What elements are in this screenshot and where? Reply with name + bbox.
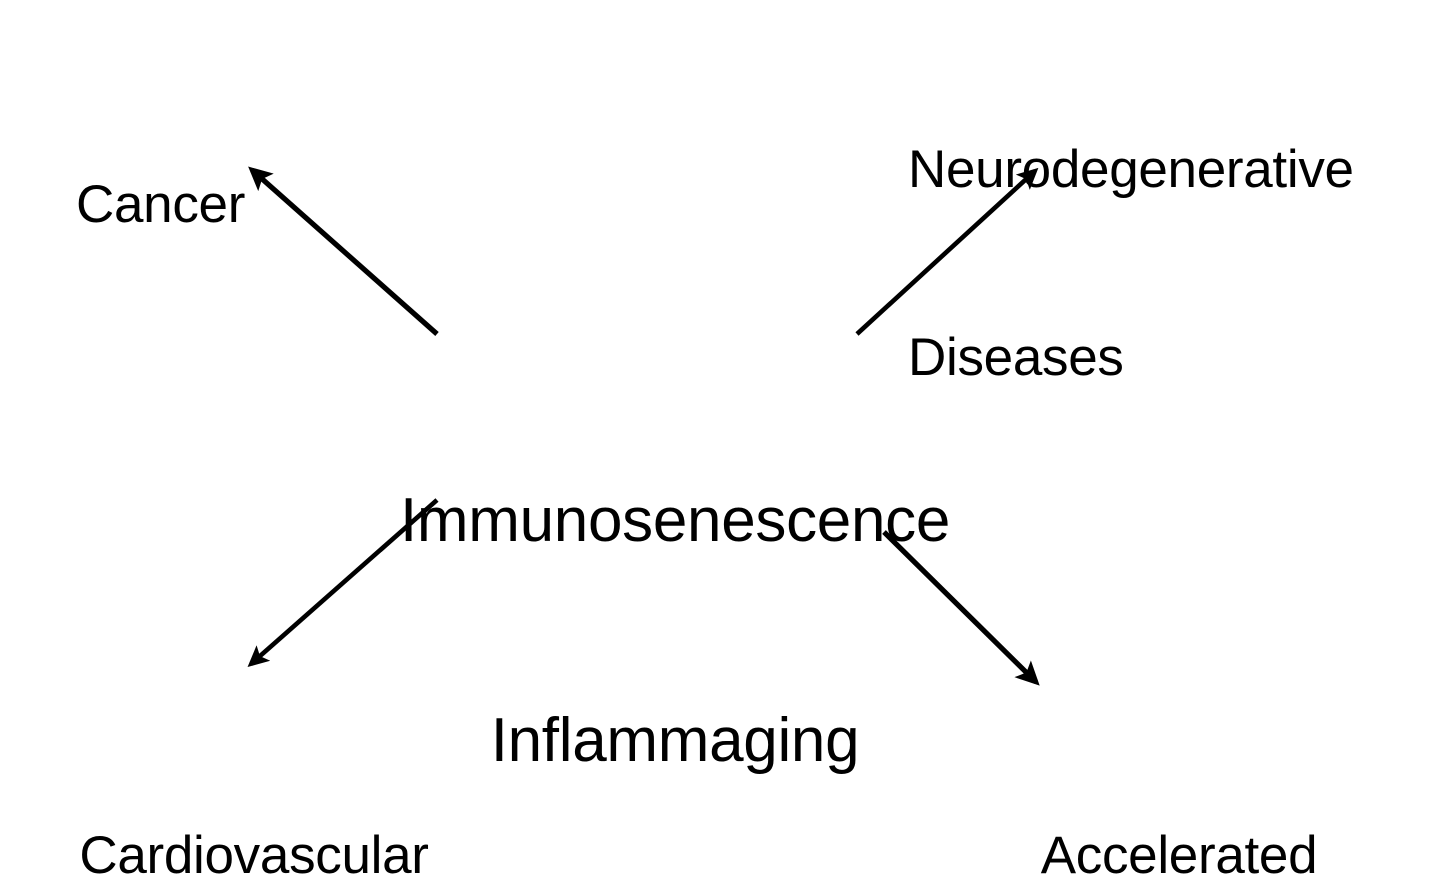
node-neurodegenerative-diseases-line-1: Neurodegenerative <box>908 140 1354 200</box>
arrow-to-cardiovascular-disease <box>247 498 439 668</box>
center-node-immunosenescence-inflammaging: Immunosenescence Inflammaging <box>335 338 1015 884</box>
node-cancer-line-1: Cancer <box>76 174 246 234</box>
node-neurodegenerative-diseases-line-2: Diseases <box>908 327 1124 387</box>
center-node-line-2: Inflammaging <box>490 705 860 775</box>
node-neurodegenerative-diseases: Neurodegenerative Diseases <box>908 14 1456 514</box>
node-accelerated-aging-line-1: Accelerated <box>1040 826 1318 884</box>
node-cardiovascular-disease-line-1: Cardiovascular <box>79 826 429 884</box>
node-accelerated-aging: Accelerated Aging <box>1010 700 1348 884</box>
arrow-to-neurodegenerative-diseases <box>855 167 1039 336</box>
center-node-line-1: Immunosenescence <box>399 486 951 556</box>
arrow-to-accelerated-aging <box>882 530 1040 686</box>
node-cardiovascular-disease: Cardiovascular Disease <box>44 700 464 884</box>
node-cancer: Cancer <box>76 54 245 356</box>
arrow-to-cancer <box>248 166 439 336</box>
